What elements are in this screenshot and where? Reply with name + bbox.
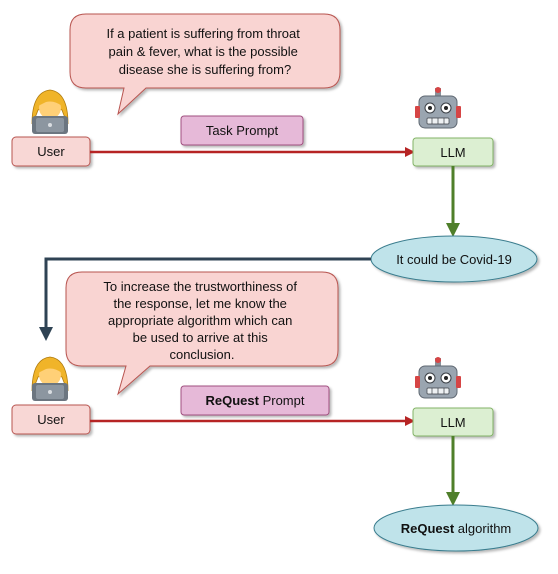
user-box-2 [11,404,91,435]
result-text: ReQuest algorithm [401,521,512,536]
result-ellipse [373,504,539,552]
person-laptop-icon [31,89,69,134]
answer-to-user-connector [39,257,371,341]
question-speech-bubble [69,13,341,116]
task-prompt-box [180,115,304,146]
question-text: If a patient is suffering from throat pa… [106,26,303,77]
llm-label-1: LLM [440,145,465,160]
robot-icon [415,357,461,399]
request-text: To increase the trustworthiness of the r… [103,279,300,362]
person-laptop-icon [31,356,69,401]
answer-text: It could be Covid-19 [396,252,512,267]
user-label-1: User [37,144,65,159]
request-speech-bubble [65,271,339,396]
llm-label-2: LLM [440,415,465,430]
request-prompt-box [180,385,330,416]
user-label-2: User [37,412,65,427]
request-prompt-label: ReQuest Prompt [206,393,305,408]
task-prompt-label: Task Prompt [206,123,279,138]
robot-icon [415,87,461,129]
